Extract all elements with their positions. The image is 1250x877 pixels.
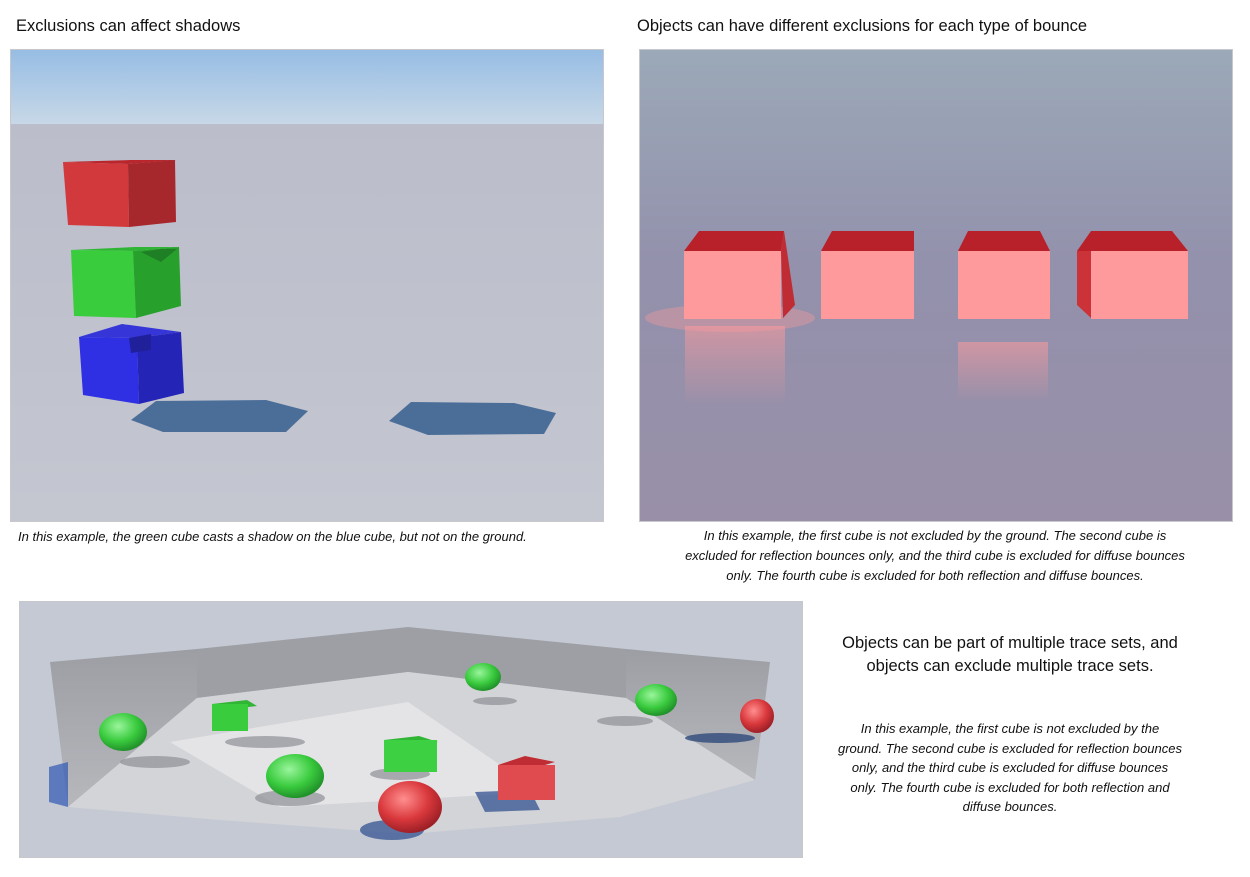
section-1-title: Exclusions can affect shadows xyxy=(16,17,241,35)
cube-3-reflection xyxy=(958,342,1048,402)
green-sphere xyxy=(99,713,147,751)
section-3-title-line: Objects can be part of multiple trace se… xyxy=(842,634,1178,652)
section-2-caption-line: excluded for reflection bounces only, an… xyxy=(685,548,1185,563)
right-wall xyxy=(626,649,770,780)
bounce-exclusion-render xyxy=(639,49,1233,522)
section-3-caption-line: diffuse bounces. xyxy=(962,799,1058,814)
section-1-caption: In this example, the green cube casts a … xyxy=(18,529,527,544)
trace-set-render xyxy=(19,601,803,858)
cube-1-reflection xyxy=(685,326,785,406)
red-sphere xyxy=(740,699,774,733)
section-2-caption: In this example, the first cube is not e… xyxy=(639,526,1231,586)
section-3-caption-line: only, and the third cube is excluded for… xyxy=(851,760,1169,775)
section-3-title-line: objects can exclude multiple trace sets. xyxy=(866,657,1154,675)
section-3-caption-line: ground. The second cube is excluded for … xyxy=(838,740,1182,756)
back-wall xyxy=(197,627,626,698)
red-cube xyxy=(498,756,555,800)
green-sphere xyxy=(465,663,501,691)
section-2-caption-line: In this example, the first cube is not e… xyxy=(703,528,1167,543)
section-3-caption-line: only. The fourth cube is excluded for bo… xyxy=(850,779,1170,795)
section-2-title: Objects can have different exclusions fo… xyxy=(637,17,1088,35)
green-sphere xyxy=(635,684,677,716)
green-cube xyxy=(71,247,181,318)
blue-cube xyxy=(79,324,184,404)
cube-2 xyxy=(821,231,914,319)
green-sphere xyxy=(266,754,324,798)
green-cube-shadow xyxy=(389,402,556,435)
blue-cube-shadow xyxy=(131,400,308,432)
green-cube xyxy=(212,700,257,731)
shadow-exclusion-render xyxy=(10,49,604,522)
section-3-caption: In this example, the first cube is not e… xyxy=(810,719,1210,817)
red-cube xyxy=(63,160,177,227)
green-cube xyxy=(384,736,438,772)
cube-3 xyxy=(958,231,1050,319)
section-3-caption-line: In this example, the first cube is not e… xyxy=(860,721,1160,736)
cube-1 xyxy=(684,231,795,319)
cube-4 xyxy=(1077,231,1188,319)
red-sphere xyxy=(378,781,442,833)
section-2-caption-line: only. The fourth cube is excluded for bo… xyxy=(726,568,1144,583)
section-3-title: Objects can be part of multiple trace se… xyxy=(810,632,1210,678)
